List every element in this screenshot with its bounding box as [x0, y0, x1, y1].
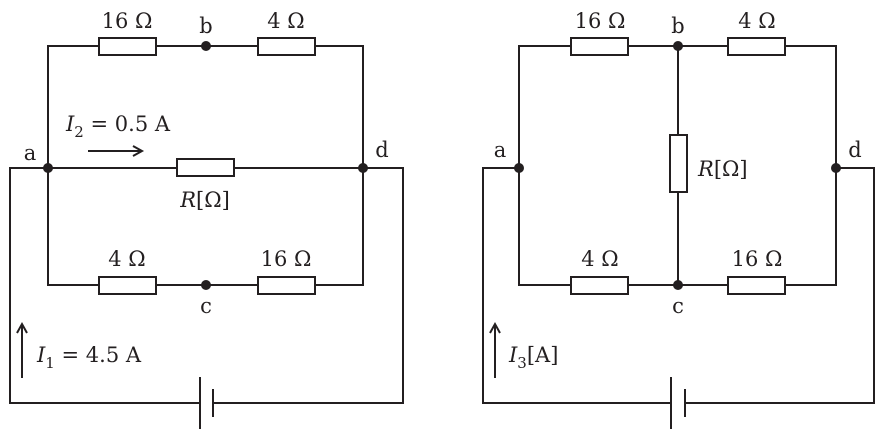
resistor-top-left: [98, 37, 157, 56]
label-top-right: 4 Ω: [738, 9, 775, 33]
node-a-label: a: [24, 141, 37, 165]
node-d-dot: [831, 163, 841, 173]
label-current-i1: I1 = 4.5 A: [36, 343, 142, 372]
circuit-left: 16 Ω 4 Ω 4 Ω 16 Ω R[Ω] b c a d I2 = 0.5 …: [9, 9, 404, 429]
battery-left: [199, 377, 214, 429]
label-top-left: 16 Ω: [102, 9, 153, 33]
battery-right: [670, 377, 686, 429]
label-r-middle: R[Ω]: [697, 157, 748, 181]
resistor-bottom-right: [727, 276, 786, 295]
current-i2-arrow: [88, 145, 145, 157]
resistor-top-left: [570, 37, 629, 56]
label-current-i2: I2 = 0.5 A: [65, 112, 171, 141]
resistor-r-middle: [176, 158, 235, 177]
current-i1-arrow: [16, 321, 28, 378]
circuit-right: 16 Ω 4 Ω 4 Ω 16 Ω R[Ω] b c a d I3[A]: [482, 9, 875, 429]
node-c-label: c: [672, 294, 684, 318]
label-top-left: 16 Ω: [575, 9, 626, 33]
label-top-right: 4 Ω: [267, 9, 304, 33]
label-current-i3: I3[A]: [508, 343, 558, 372]
node-a-dot: [43, 163, 53, 173]
node-a-label: a: [494, 138, 507, 162]
label-bottom-left: 4 Ω: [108, 247, 145, 271]
resistor-top-right: [257, 37, 316, 56]
resistor-r-middle: [669, 134, 688, 193]
label-r-middle: R[Ω]: [179, 188, 230, 212]
current-i3-arrow: [489, 321, 501, 378]
node-c-dot: [201, 280, 211, 290]
wires-right: [482, 45, 875, 404]
node-d-label: d: [375, 138, 388, 162]
resistor-bottom-left: [570, 276, 629, 295]
node-b-label: b: [199, 14, 212, 38]
resistor-bottom-left: [98, 276, 157, 295]
node-c-label: c: [200, 294, 212, 318]
label-bottom-right: 16 Ω: [261, 247, 312, 271]
node-b-dot: [673, 41, 683, 51]
node-b-dot: [201, 41, 211, 51]
node-c-dot: [673, 280, 683, 290]
node-d-dot: [358, 163, 368, 173]
node-d-label: d: [848, 138, 861, 162]
node-a-dot: [514, 163, 524, 173]
node-b-label: b: [671, 14, 684, 38]
label-bottom-left: 4 Ω: [581, 247, 618, 271]
label-bottom-right: 16 Ω: [732, 247, 783, 271]
resistor-bottom-right: [257, 276, 316, 295]
resistor-top-right: [727, 37, 786, 56]
